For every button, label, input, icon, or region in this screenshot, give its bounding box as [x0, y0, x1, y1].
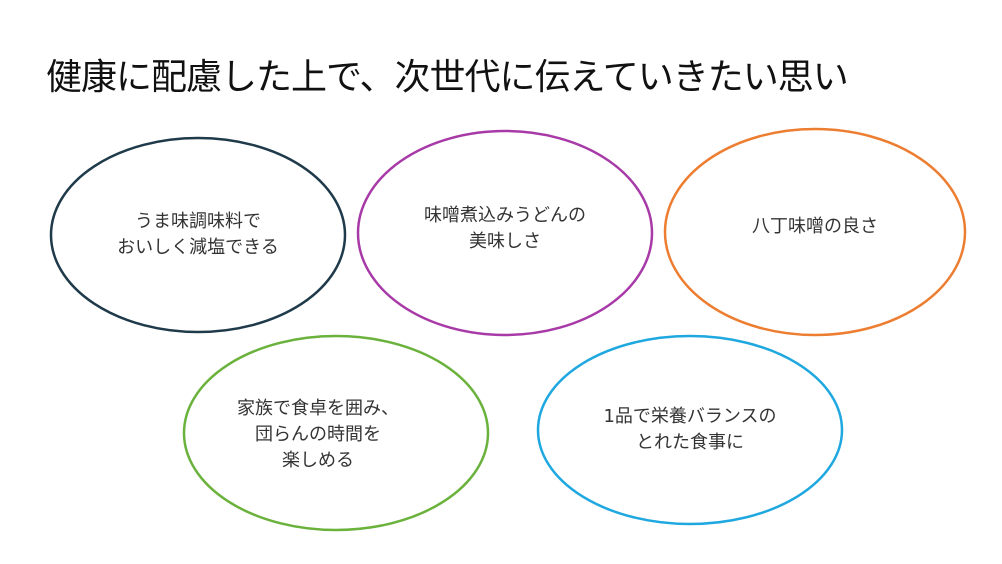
label-line: おいしく減塩できる: [117, 237, 279, 258]
label-line: 団らんの時間を: [255, 424, 381, 445]
ellipse-salt-reduction: [49, 136, 347, 334]
label-line: 楽しめる: [282, 450, 354, 471]
label-line: 味噌煮込みうどんの: [424, 205, 586, 226]
label-line: 八丁味噌の良さ: [752, 216, 878, 237]
label-line: 1品で栄養バランスの: [603, 406, 777, 427]
label-line: うま味調味料で: [134, 211, 261, 232]
label-line: 家族で食卓を囲み、: [237, 398, 399, 419]
ellipse-family: [182, 334, 490, 532]
ellipse-nutrition: [536, 334, 844, 526]
label-line: 美味しさ: [469, 231, 541, 252]
ellipse-label-hatcho-miso: 八丁味噌の良さ: [752, 214, 878, 240]
ellipse-udon: [356, 129, 654, 337]
label-line: とれた食事に: [636, 432, 744, 453]
ellipse-label-family: 家族で食卓を囲み、 団らんの時間を 楽しめる: [237, 396, 399, 474]
ellipse-label-udon: 味噌煮込みうどんの 美味しさ: [424, 203, 586, 255]
ellipse-hatcho-miso: [663, 127, 967, 337]
ellipse-label-nutrition: 1品で栄養バランスの とれた食事に: [603, 404, 776, 456]
ellipse-label-salt-reduction: うま味調味料で おいしく減塩できる: [117, 209, 279, 261]
slide-title: 健康に配慮した上で、次世代に伝えていきたい思い: [46, 57, 849, 98]
